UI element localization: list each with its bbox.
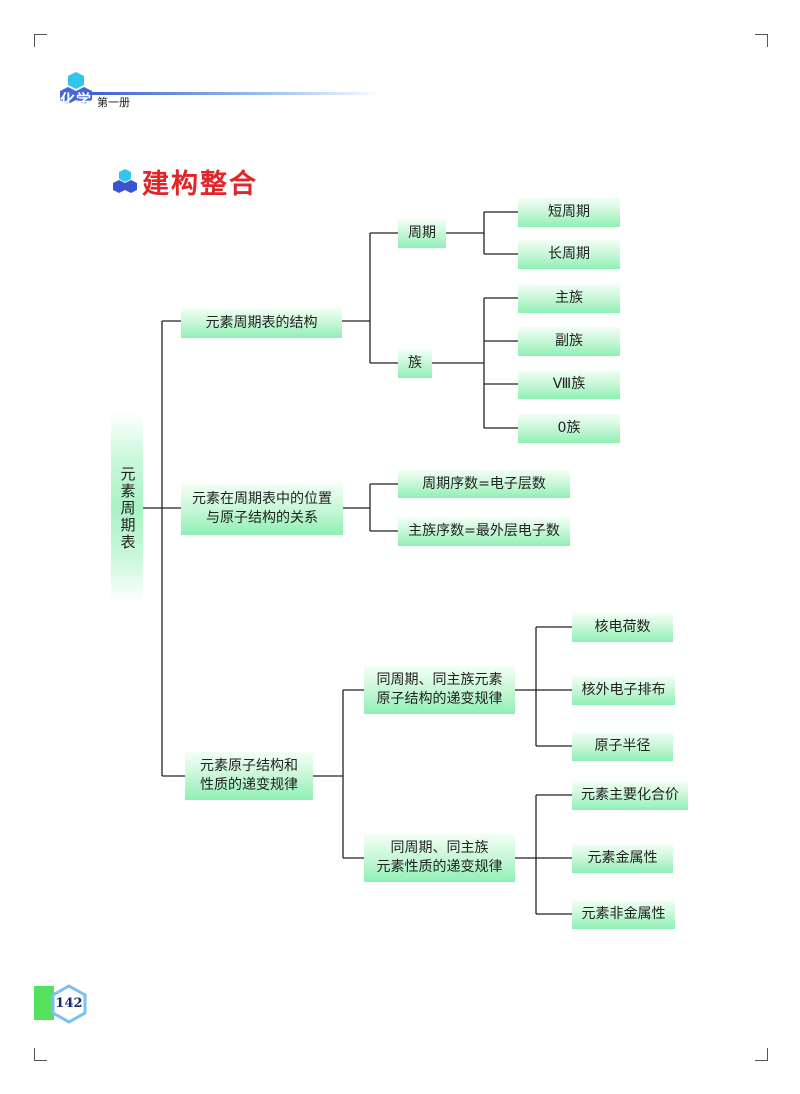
cubes-icon (113, 169, 137, 193)
node-atomic-trend: 同周期、同主族元素 原子结构的递变规律 (364, 666, 515, 714)
root-node: 元素周期表 (111, 412, 143, 604)
node-group-zero: 0族 (518, 414, 620, 443)
node-sub-group: 副族 (518, 327, 620, 356)
node-nonmetallic: 元素非金属性 (572, 900, 675, 929)
node-valence: 元素主要化合价 (572, 781, 688, 810)
node-trend-line2: 性质的递变规律 (200, 777, 298, 793)
logo-text: 化学 (60, 91, 93, 109)
node-main-group: 主族 (518, 284, 620, 313)
node-atomic-radius: 原子半径 (572, 732, 673, 761)
page-number: 142 (55, 996, 83, 1011)
node-trend-line1: 元素原子结构和 (200, 758, 298, 774)
node-relation-line2: 与原子结构的关系 (206, 510, 318, 526)
crop-mark-top-left (34, 34, 47, 47)
crop-mark-bottom-right (755, 1048, 768, 1061)
node-group-number: 主族序数=最外层电子数 (398, 517, 570, 546)
node-period: 周期 (398, 219, 446, 248)
page-tab (34, 986, 54, 1020)
node-structure: 元素周期表的结构 (181, 308, 342, 338)
node-property-trend: 同周期、同主族 元素性质的递变规律 (364, 834, 515, 882)
node-nuclear-charge: 核电荷数 (572, 613, 673, 642)
node-relation-line1: 元素在周期表中的位置 (192, 491, 332, 507)
node-long-period: 长周期 (518, 240, 620, 269)
crop-mark-bottom-left (34, 1048, 47, 1061)
node-metallic: 元素金属性 (572, 844, 673, 873)
book-subtitle: 第一册 (97, 96, 130, 109)
node-property-trend-line1: 同周期、同主族 (390, 840, 489, 856)
node-group: 族 (398, 349, 432, 378)
node-property-trend-line2: 元素性质的递变规律 (376, 859, 503, 875)
page-number-badge-icon (51, 984, 87, 1024)
crop-mark-top-right (755, 34, 768, 47)
node-atomic-trend-line1: 同周期、同主族元素 (376, 672, 503, 688)
header-rule (84, 92, 384, 95)
node-period-number: 周期序数=电子层数 (398, 470, 570, 498)
section-title: 建构整合 (142, 169, 258, 200)
node-trend: 元素原子结构和 性质的递变规律 (185, 752, 313, 800)
chemistry-logo-icon (60, 72, 92, 104)
node-relation: 元素在周期表中的位置 与原子结构的关系 (181, 483, 343, 535)
node-group-viii: Ⅷ族 (518, 370, 620, 399)
node-short-period: 短周期 (518, 198, 620, 227)
node-atomic-trend-line2: 原子结构的递变规律 (376, 691, 503, 707)
node-electron-config: 核外电子排布 (572, 676, 675, 705)
